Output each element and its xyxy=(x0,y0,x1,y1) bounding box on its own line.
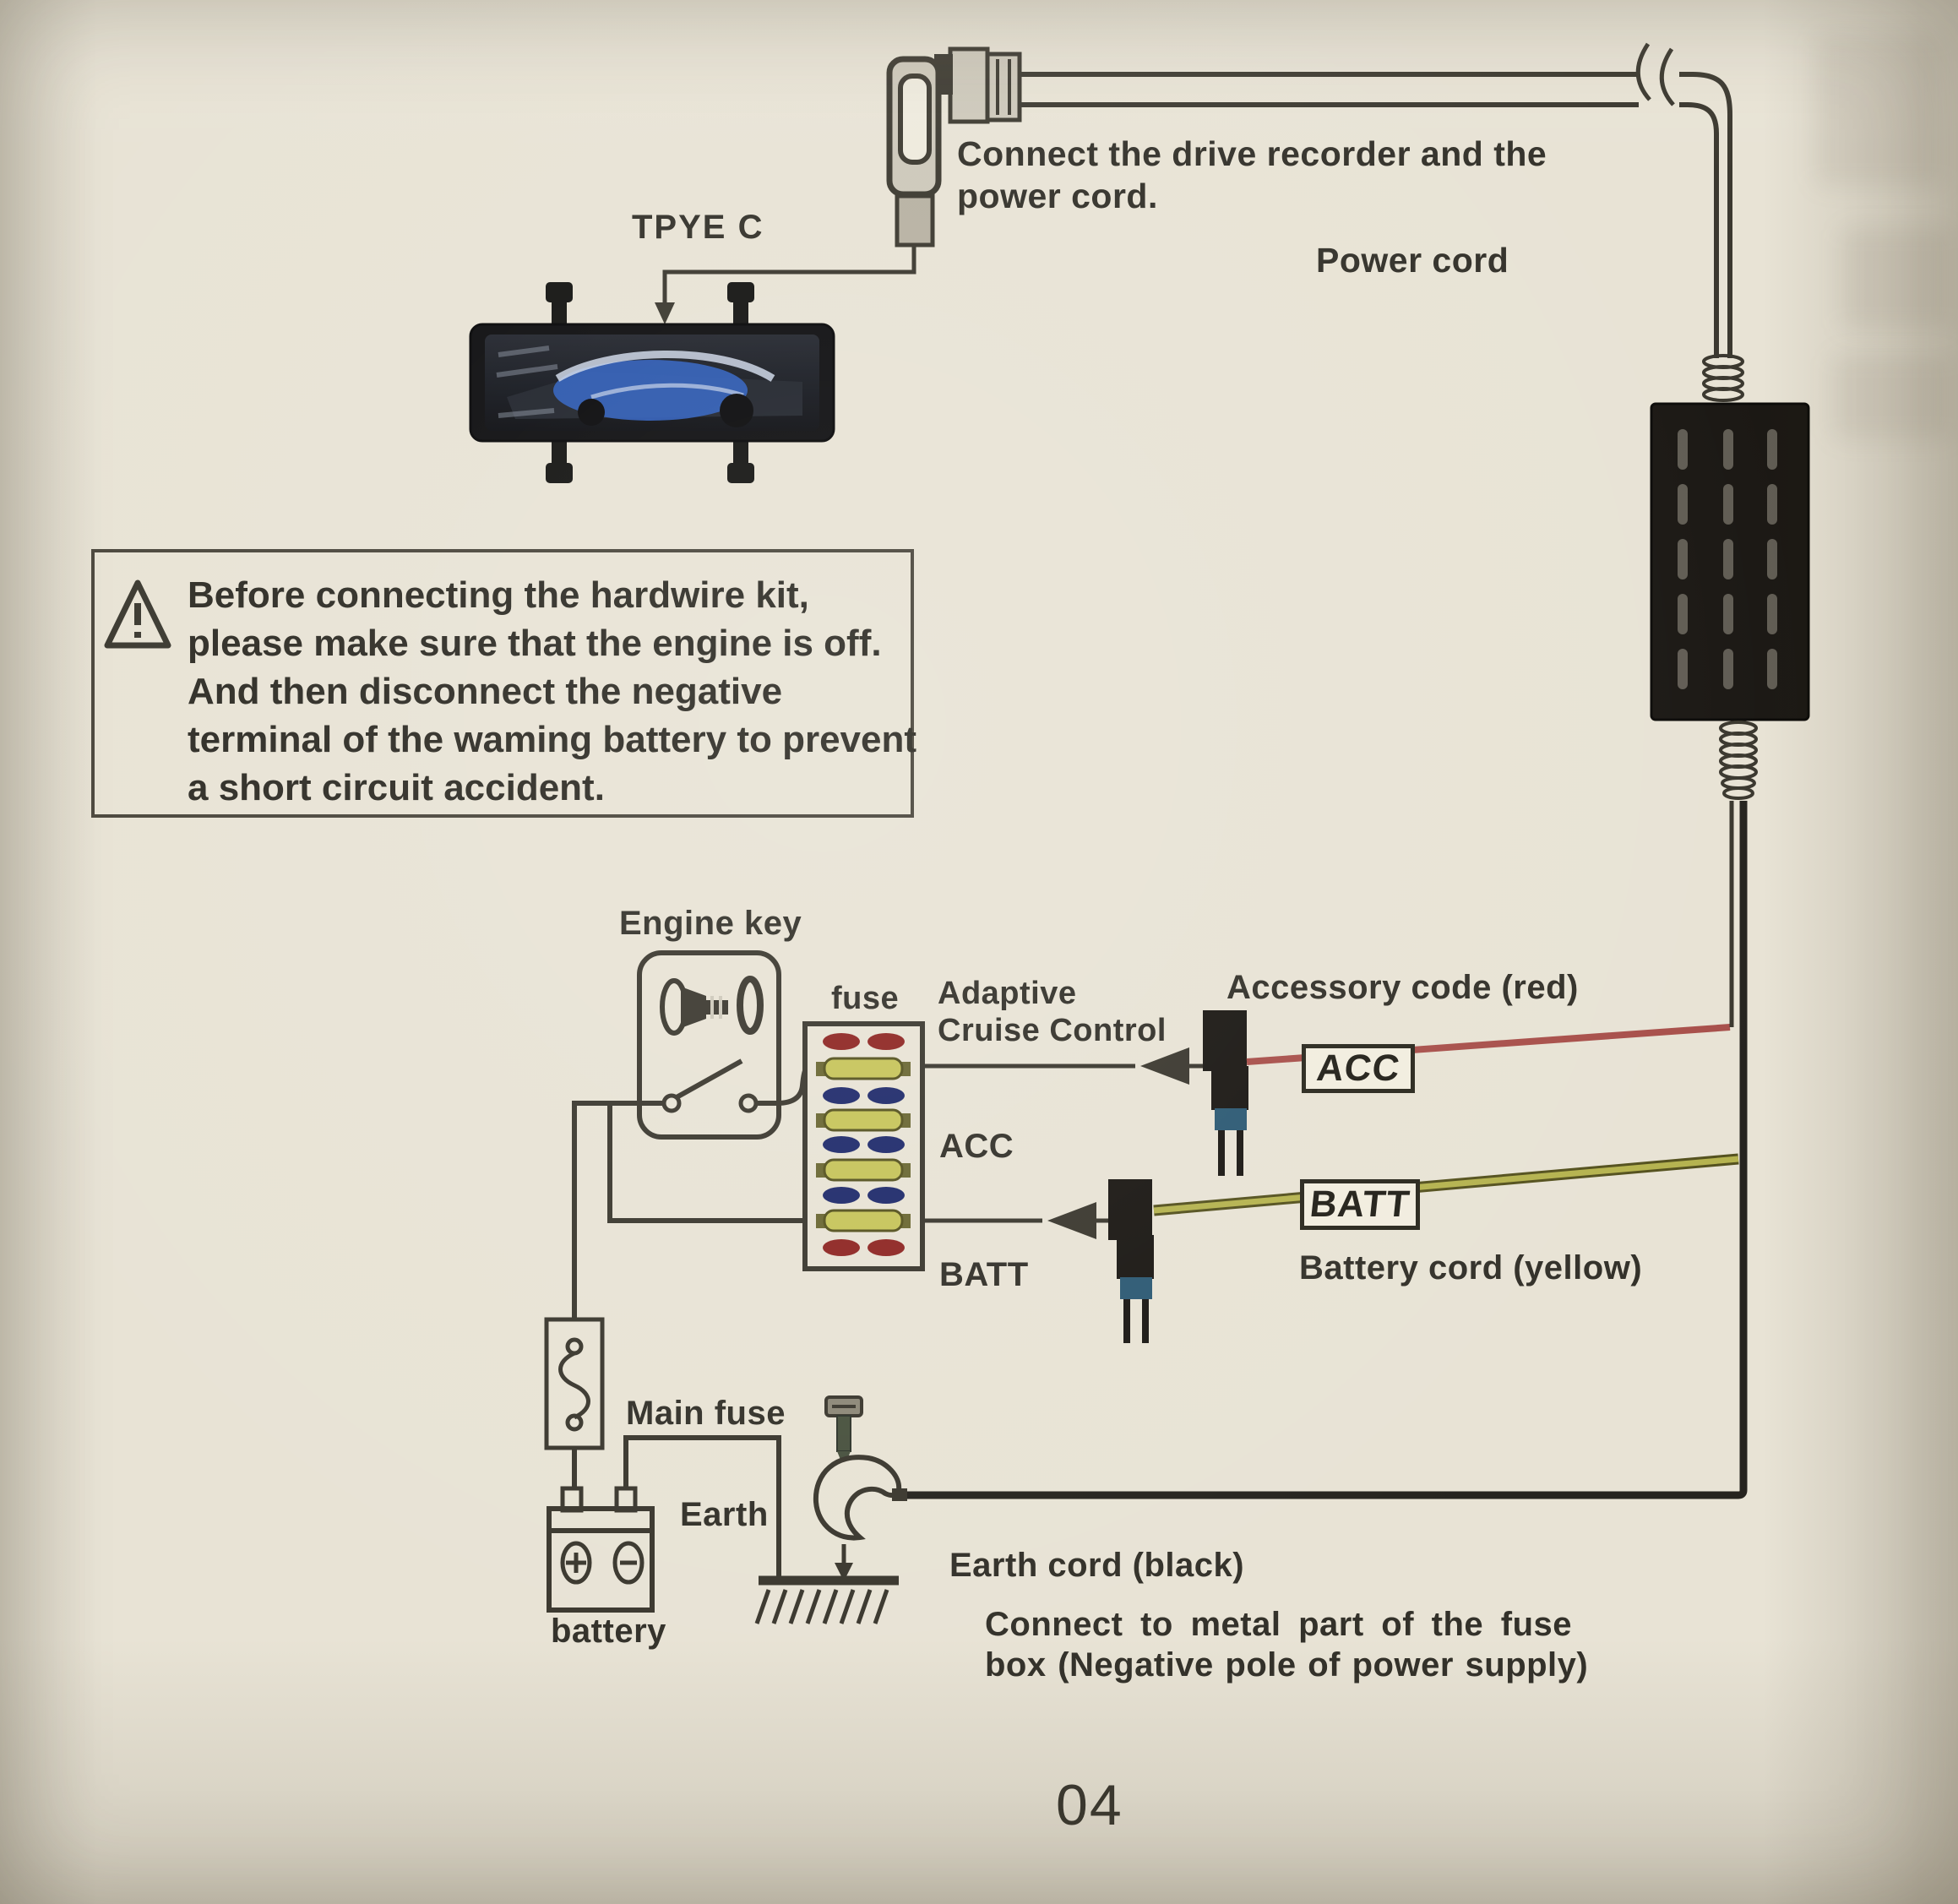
adaptive-cruise-label-line2: Cruise Control xyxy=(938,1013,1167,1048)
connect-note-line1: Connect the drive recorder and the xyxy=(957,134,1547,173)
fuse-box xyxy=(802,1021,925,1271)
connect-note-line2: power cord. xyxy=(957,177,1158,215)
warning-line: a short circuit accident. xyxy=(188,767,605,808)
acc-arrow xyxy=(1140,1047,1189,1085)
warning-line: Before connecting the hardwire kit, xyxy=(188,574,809,616)
ring-terminal-icon xyxy=(813,1455,902,1541)
fuse-red xyxy=(823,1239,905,1256)
engine-key-box xyxy=(637,950,781,1140)
earth-note-line2: box (Negative pole of power supply) xyxy=(985,1646,1589,1684)
earth-wire xyxy=(904,801,1748,1499)
fuse-yellow xyxy=(816,1108,911,1132)
fuse-yellow xyxy=(816,1209,911,1232)
page-showthrough-smudge xyxy=(1833,355,1951,439)
acc-wire-tag: ACC xyxy=(1302,1044,1415,1093)
screen-car-image xyxy=(496,345,802,427)
fuse-red xyxy=(823,1033,905,1050)
earth-label: Earth xyxy=(680,1496,769,1533)
acc-row-label: ACC xyxy=(939,1128,1014,1165)
batt-tag-text: BATT xyxy=(1308,1183,1412,1225)
battery-icon xyxy=(547,1486,655,1613)
type-c-label: TPYE C xyxy=(632,209,764,246)
warning-line: And then disconnect the negative xyxy=(188,671,783,712)
batt-row xyxy=(922,1153,1739,1343)
engine-key-label: Engine key xyxy=(619,905,802,942)
box-vents xyxy=(1678,429,1777,689)
fuse-yellow xyxy=(816,1158,911,1182)
ignition-switch-icon xyxy=(661,1058,759,1113)
batt-row-label: BATT xyxy=(939,1256,1029,1293)
output-cable xyxy=(904,801,1748,1499)
page-showthrough-smudge xyxy=(1841,228,1951,329)
type-c-leader-line xyxy=(662,245,916,304)
batt-fuse-tap-connector xyxy=(1108,1179,1154,1343)
usb-c-plug-icon xyxy=(886,46,1022,248)
earth-branch xyxy=(623,1435,781,1576)
hardwire-kit-box xyxy=(1650,354,1810,800)
accessory-code-label: Accessory code (red) xyxy=(1226,969,1579,1006)
fuse-blue xyxy=(823,1087,905,1104)
earth-cord-label: Earth cord (black) xyxy=(949,1547,1245,1584)
power-cord-label: Power cord xyxy=(1316,241,1509,280)
batt-wire-tag: BATT xyxy=(1300,1179,1420,1230)
key-icon xyxy=(660,976,764,1036)
ground-symbol xyxy=(754,1575,899,1624)
acc-tag-text: ACC xyxy=(1314,1047,1402,1089)
battery-cord-label: Battery cord (yellow) xyxy=(1299,1249,1643,1287)
battery-wire xyxy=(1153,1156,1739,1214)
adaptive-cruise-label-line1: Adaptive xyxy=(938,976,1077,1011)
mirror-dashcam xyxy=(469,282,835,483)
earth-note-line1: Connect to metal part of the fuse xyxy=(985,1606,1572,1643)
type-c-arrow xyxy=(655,302,675,324)
warning-line: terminal of the waming battery to preven… xyxy=(188,719,917,760)
ground-screw-icon xyxy=(813,1395,907,1581)
main-fuse-icon xyxy=(544,1317,605,1490)
fuse-yellow xyxy=(816,1057,911,1080)
key-wires xyxy=(572,1065,809,1319)
main-fuse-label: Main fuse xyxy=(626,1395,786,1432)
fuse-label: fuse xyxy=(831,981,900,1016)
page-number: 04 xyxy=(1056,1773,1123,1837)
warning-text: Before connecting the hardwire kit, plea… xyxy=(188,571,931,812)
fuse-blue xyxy=(823,1136,905,1153)
cord-break-icon xyxy=(1635,35,1675,107)
power-cord-line xyxy=(1019,72,1732,358)
warning-line: please make sure that the engine is off. xyxy=(188,623,882,664)
warning-box xyxy=(91,549,914,818)
fuse-blue xyxy=(823,1187,905,1204)
page-showthrough-smudge xyxy=(1816,34,1943,186)
warning-triangle-icon xyxy=(104,579,171,649)
battery-label: battery xyxy=(551,1613,666,1650)
batt-arrow xyxy=(1047,1202,1096,1239)
acc-fuse-tap-connector xyxy=(1203,1010,1248,1176)
